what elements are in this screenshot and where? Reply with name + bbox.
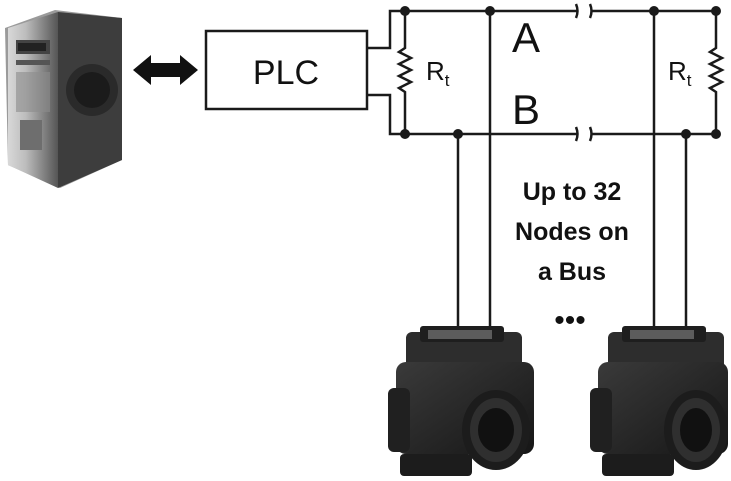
left-terminator-resistor [396,11,414,134]
flow-meter-device [590,326,728,476]
flow-meter-device [388,326,534,476]
bus-line-a [405,3,716,19]
node-note-line-1: Up to 32 [523,178,622,206]
junction-dots [400,6,721,139]
node-count-note: Up to 32 Nodes on a Bus [515,178,629,286]
plc-box: PLC [204,29,369,111]
line-a-label: A [512,14,540,61]
plc-label: PLC [253,54,319,92]
node-drop-wires [456,11,688,330]
right-terminator-label: Rt [668,56,692,90]
line-b-label: B [512,86,540,133]
node-note-line-3: a Bus [538,258,606,286]
bus-line-b [405,126,716,142]
node-note-line-2: Nodes on [515,218,629,246]
computer-icon [5,10,122,188]
right-terminator-resistor [707,11,725,134]
left-terminator-label: Rt [426,56,450,90]
bidirectional-arrow-icon [133,55,198,85]
more-nodes-ellipsis: ••• [554,304,586,337]
